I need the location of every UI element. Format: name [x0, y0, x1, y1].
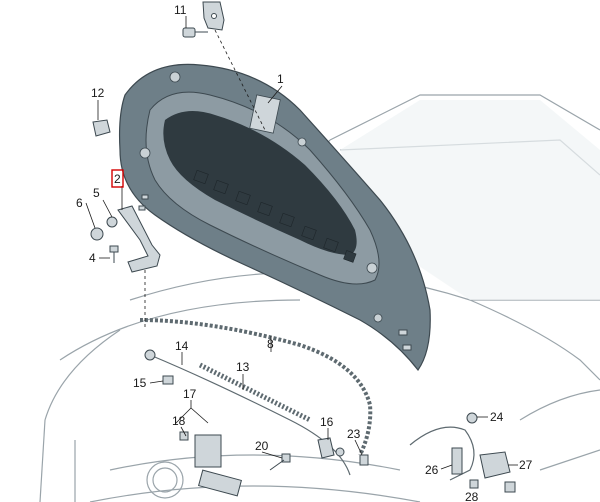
- callout-18: 18: [172, 414, 186, 428]
- callout-11: 11: [174, 3, 187, 17]
- part-16-clip: [317, 437, 345, 459]
- callout-15: 15: [133, 376, 147, 390]
- callout-2-highlight: [111, 169, 124, 188]
- callout-20: 20: [255, 439, 269, 453]
- callout-labels: 11 1 12 2 5 6 4 8 14 13 15 17 16 18 23 2…: [76, 3, 533, 502]
- part-5-6-washers: [90, 216, 118, 241]
- callout-14: 14: [175, 339, 189, 353]
- callout-1: 1: [277, 72, 284, 86]
- callout-8: 8: [267, 337, 274, 351]
- callout-13: 13: [236, 360, 250, 374]
- callout-26: 26: [425, 463, 439, 477]
- part-24-grommet: [466, 412, 478, 424]
- part-12-nut: [92, 119, 111, 137]
- part-18-lock: [179, 431, 243, 497]
- part-13-strip: [198, 362, 312, 423]
- callout-5: 5: [93, 186, 100, 200]
- car-body: [39, 94, 600, 502]
- part-26-27-handle: [451, 447, 516, 493]
- part-4-bolt: [109, 245, 119, 263]
- callout-28: 28: [465, 490, 479, 502]
- callout-17: 17: [183, 387, 197, 401]
- callout-23: 23: [347, 427, 361, 441]
- part-23-clip: [359, 454, 369, 466]
- leader-lines: [85, 16, 518, 470]
- callout-24: 24: [490, 410, 504, 424]
- callout-4: 4: [89, 251, 96, 265]
- callout-2: 2: [114, 172, 121, 186]
- hood-panel: [118, 63, 431, 372]
- part-11-bracket: [182, 1, 225, 38]
- release-cable: [409, 426, 475, 481]
- callout-27: 27: [519, 458, 533, 472]
- part-8-seal: [139, 318, 373, 456]
- callout-6: 6: [76, 196, 83, 210]
- callout-16: 16: [320, 415, 334, 429]
- part-2-hinge: [117, 205, 161, 273]
- part-20-bolt: [269, 453, 291, 471]
- hood-lock-plate: [249, 94, 281, 134]
- part-15-clip: [162, 375, 174, 385]
- callout-12: 12: [91, 86, 105, 100]
